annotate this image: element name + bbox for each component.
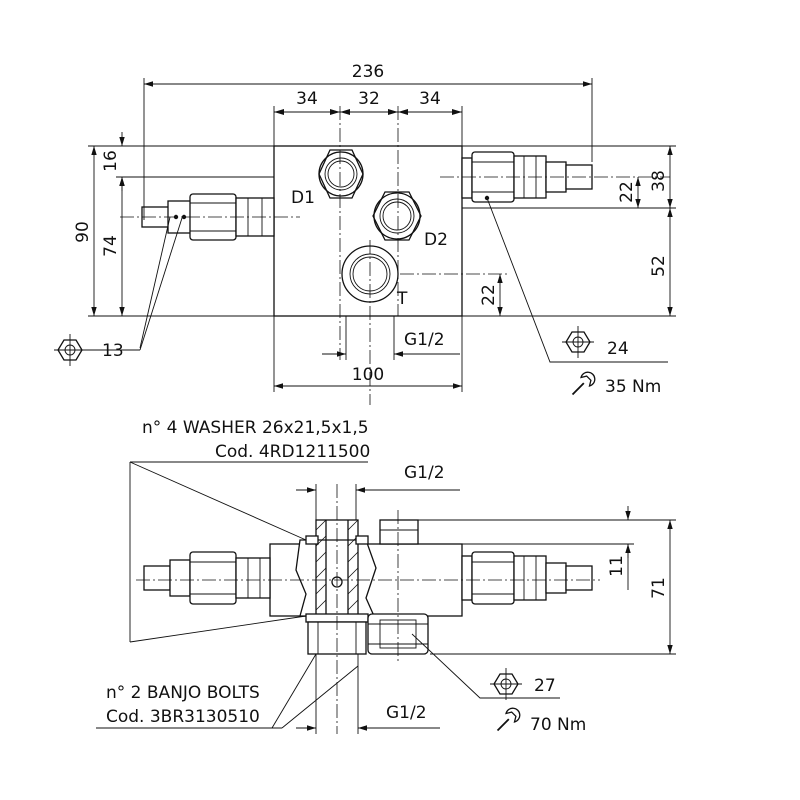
wrench-icon [571,371,596,396]
port-label-d2: D2 [424,230,448,250]
dim-base-100: 100 [352,365,384,385]
dim-spacing-right: 34 [419,89,441,109]
dim-right-38: 38 [649,170,669,192]
dim-side-71: 71 [649,577,669,599]
hex-13-icon [54,334,86,366]
washer-note-line1: n° 4 WASHER 26x21,5x1,5 [142,418,369,438]
dim-overall-width: 236 [352,62,384,82]
port-label-d1: D1 [291,188,315,208]
callout-torque-35: 35 Nm [605,377,661,397]
banjo-note-line1: n° 2 BANJO BOLTS [106,683,260,703]
dim-height-total: 90 [73,221,93,243]
banjo-note-line2: Cod. 3BR3130510 [106,707,260,727]
port-label-t: T [396,289,408,309]
dim-spacing-left: 34 [296,89,318,109]
dim-right-22: 22 [617,181,637,203]
port-d2 [372,191,422,241]
dim-t-22: 22 [479,284,499,306]
top-view: 236 34 32 34 90 74 16 22 38 52 22 100 D1… [54,62,676,405]
thread-label-side-top: G1/2 [404,463,445,483]
hex-24-icon [562,326,594,358]
thread-label-top: G1/2 [404,330,445,350]
side-right-cartridge [461,551,593,605]
callout-hex-13: 13 [102,341,124,361]
callout-hex-24: 24 [607,339,629,359]
callout-torque-70: 70 Nm [530,715,586,735]
port-d1 [318,149,364,199]
dim-spacing-mid: 32 [358,89,380,109]
dim-height-74: 74 [101,235,121,257]
side-view: n° 4 WASHER 26x21,5x1,5 Cod. 4RD1211500 [96,418,676,735]
dim-right-52: 52 [649,255,669,277]
thread-label-side-bottom: G1/2 [386,703,427,723]
dim-top-16: 16 [101,150,121,172]
side-left-cartridge [143,551,271,605]
dim-side-11: 11 [607,555,627,577]
wrench-icon-70 [496,707,521,732]
washer-note-line2: Cod. 4RD1211500 [215,442,370,462]
callout-hex-27: 27 [534,676,556,696]
hex-27-icon [490,668,522,700]
